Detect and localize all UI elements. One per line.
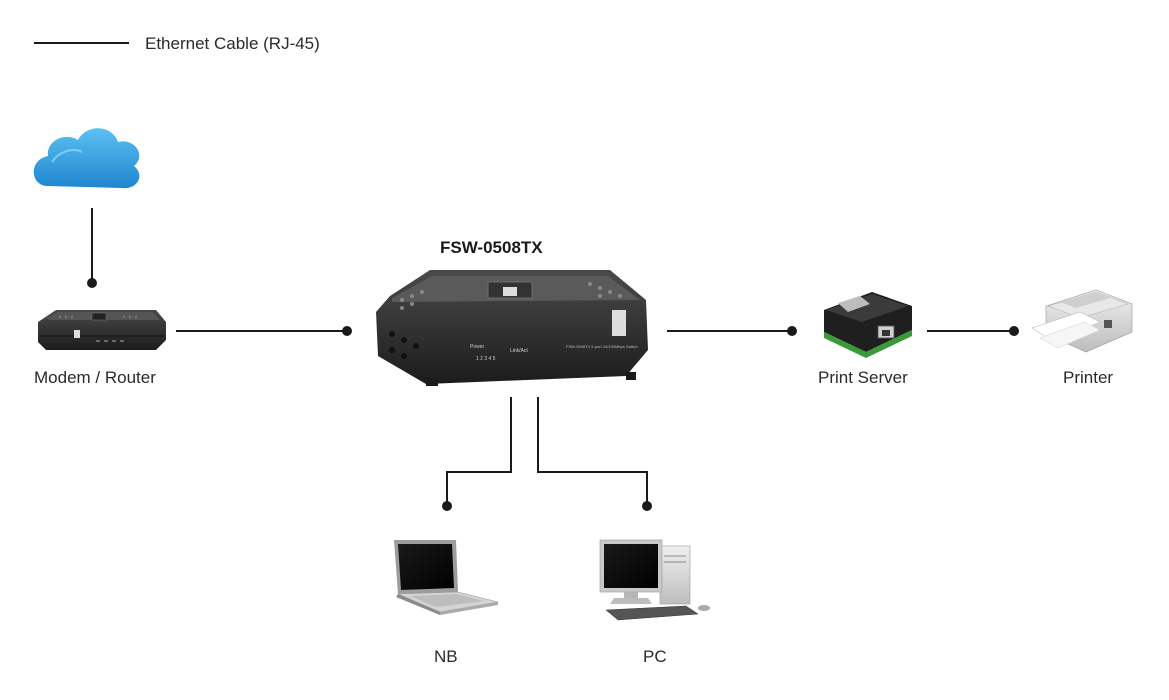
printer-label: Printer: [1063, 368, 1114, 387]
switch-model-text: FSW-0508TX 5-port 10/100Mbps Switch: [566, 344, 638, 349]
network-switch-icon: Power Link/Act 1 2 3 4 5 FSW-0508TX 5-po…: [376, 270, 648, 386]
cable-dot: [342, 326, 352, 336]
cable-dot: [1009, 326, 1019, 336]
switch-port-numbers: 1 2 3 4 5: [476, 356, 496, 362]
modem-label: Modem / Router: [34, 368, 156, 387]
print-server-icon: [824, 292, 912, 358]
cable-switch-nb: [446, 397, 512, 505]
pc-label: PC: [643, 647, 667, 666]
switch-title: FSW-0508TX: [440, 238, 543, 257]
cable-switch-pc: [537, 397, 648, 505]
cloud-icon: [33, 128, 140, 189]
cable-endpoints: [87, 278, 1019, 511]
cable-dot: [87, 278, 97, 288]
cable-dot: [787, 326, 797, 336]
router-icon: [38, 310, 166, 350]
print-server-label: Print Server: [818, 368, 908, 387]
cable-dot: [642, 501, 652, 511]
legend-label: Ethernet Cable (RJ-45): [145, 34, 320, 53]
desktop-pc-icon: [599, 539, 710, 621]
notebook-label: NB: [434, 647, 458, 666]
cable-dot: [442, 501, 452, 511]
printer-icon: [1031, 289, 1133, 353]
cables: [91, 208, 1014, 505]
laptop-icon: [394, 540, 499, 615]
switch-led-link-label: Link/Act: [510, 348, 528, 354]
switch-led-power-label: Power: [470, 344, 485, 350]
